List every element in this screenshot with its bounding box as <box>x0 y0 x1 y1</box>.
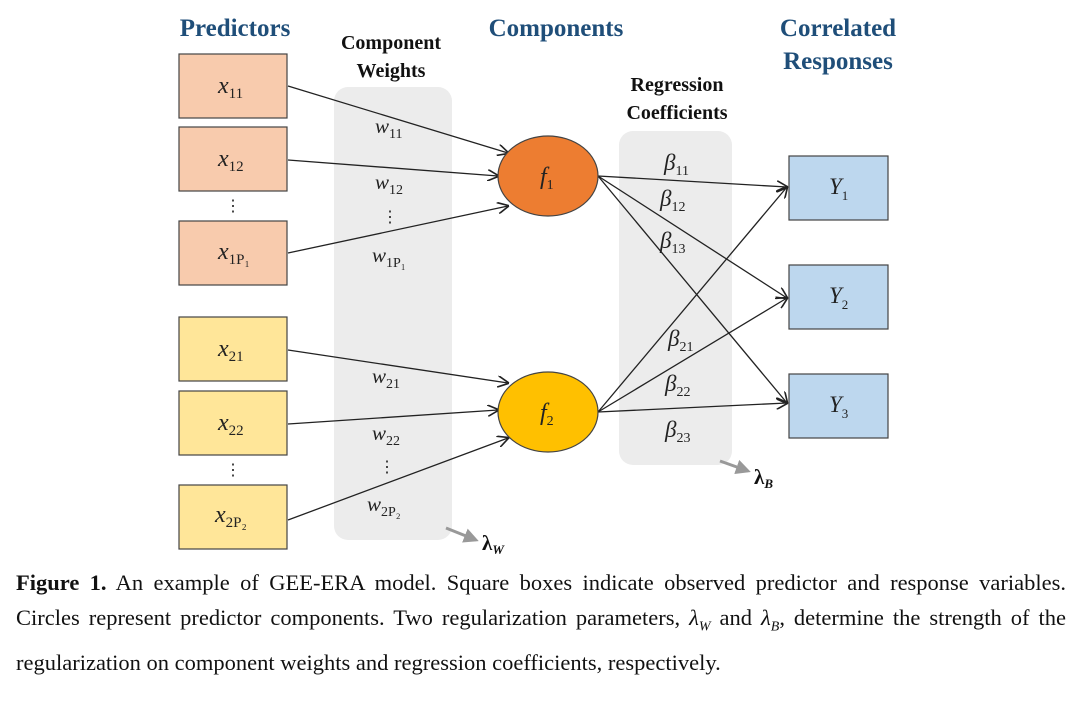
component-weights-panel <box>334 87 452 540</box>
label-x2p2: x2P₂ <box>214 502 247 531</box>
header-regression-coefficients-line1: Regression <box>631 74 724 96</box>
component-f2 <box>497 371 599 453</box>
header-component-weights-line1: Component <box>341 32 441 54</box>
predictor-box-x2p2 <box>178 484 288 550</box>
regression-coefficients-panel <box>619 131 732 465</box>
label-x21: x21 <box>217 336 244 365</box>
caption-lambda-w: λW <box>689 605 711 635</box>
label-w21: w21 <box>372 364 400 392</box>
header-components: Components <box>489 15 624 42</box>
caption-text-3: , determine the strength of the regulari… <box>16 605 1066 675</box>
caption-text-1: An example of GEE-ERA model. Square boxe… <box>16 570 1066 630</box>
figure-caption: Figure 1. An example of GEE-ERA model. S… <box>16 565 1066 680</box>
label-x12: x12 <box>217 146 244 175</box>
label-w11: w11 <box>375 114 403 142</box>
response-box-y2 <box>788 264 889 330</box>
ellipsis-weights-1: ⋮ <box>382 209 398 226</box>
response-box-y3 <box>788 373 889 439</box>
header-component-weights-line2: Weights <box>357 60 426 82</box>
predictor-box-x11 <box>178 53 288 119</box>
label-beta11: β11 <box>663 150 689 179</box>
arrow-x21-f2 <box>287 349 508 383</box>
label-w1p1: w1P₁ <box>372 243 406 271</box>
label-beta21: β21 <box>667 326 693 355</box>
caption-lambda-b: λB <box>761 605 780 635</box>
label-beta23: β23 <box>664 417 690 446</box>
arrow-f2-y1 <box>597 187 787 413</box>
ellipsis-predictors-2: ⋮ <box>225 462 241 479</box>
arrow-f2-y3 <box>597 403 787 413</box>
response-box-y1 <box>788 155 889 221</box>
label-w12: w12 <box>375 170 403 198</box>
arrow-f1-y2 <box>597 175 787 298</box>
label-y2: Y2 <box>829 283 848 312</box>
arrow-x22-f2 <box>287 410 498 425</box>
arrow-f1-y1 <box>597 175 787 187</box>
label-x22: x22 <box>217 410 244 439</box>
arrow-x12-f1 <box>287 159 498 176</box>
ellipsis-predictors-1: ⋮ <box>225 198 241 215</box>
lambda-w-pointer <box>445 526 479 543</box>
label-y1: Y1 <box>829 174 848 203</box>
caption-label: Figure 1. <box>16 570 107 595</box>
label-x11: x11 <box>217 73 243 102</box>
predictor-box-x12 <box>178 126 288 192</box>
predictor-box-x1p1 <box>178 220 288 286</box>
ellipsis-weights-2: ⋮ <box>379 459 395 476</box>
label-lambda-b: λB <box>754 465 773 491</box>
header-correlated-responses-line1: Correlated <box>780 15 896 42</box>
arrow-x1p1-f1 <box>287 206 508 254</box>
caption-text-2: and <box>710 605 761 630</box>
gee-era-diagram: Predictors Component Weights Components … <box>178 15 896 557</box>
header-predictors: Predictors <box>180 15 291 42</box>
predictor-box-x21 <box>178 316 288 382</box>
header-correlated-responses-line2: Responses <box>783 48 893 75</box>
arrow-f2-y2 <box>597 298 787 413</box>
label-beta22: β22 <box>664 371 690 400</box>
header-regression-coefficients-line2: Coefficients <box>626 102 727 124</box>
label-x1p1: x1P₁ <box>217 239 250 268</box>
label-beta13: β13 <box>659 228 685 257</box>
arrow-x11-f1 <box>287 85 508 153</box>
arrow-x2p2-f2 <box>287 438 508 521</box>
label-f1: f1 <box>540 164 554 193</box>
component-f1 <box>497 135 599 217</box>
lambda-b-pointer <box>719 459 751 475</box>
label-lambda-w: λW <box>482 531 505 557</box>
label-f2: f2 <box>540 400 554 429</box>
label-w22: w22 <box>372 421 400 449</box>
label-beta12: β12 <box>659 186 685 215</box>
label-w2p2: w2P₂ <box>367 492 401 520</box>
arrow-f1-y3 <box>597 175 787 403</box>
label-y3: Y3 <box>829 392 848 421</box>
predictor-box-x22 <box>178 390 288 456</box>
